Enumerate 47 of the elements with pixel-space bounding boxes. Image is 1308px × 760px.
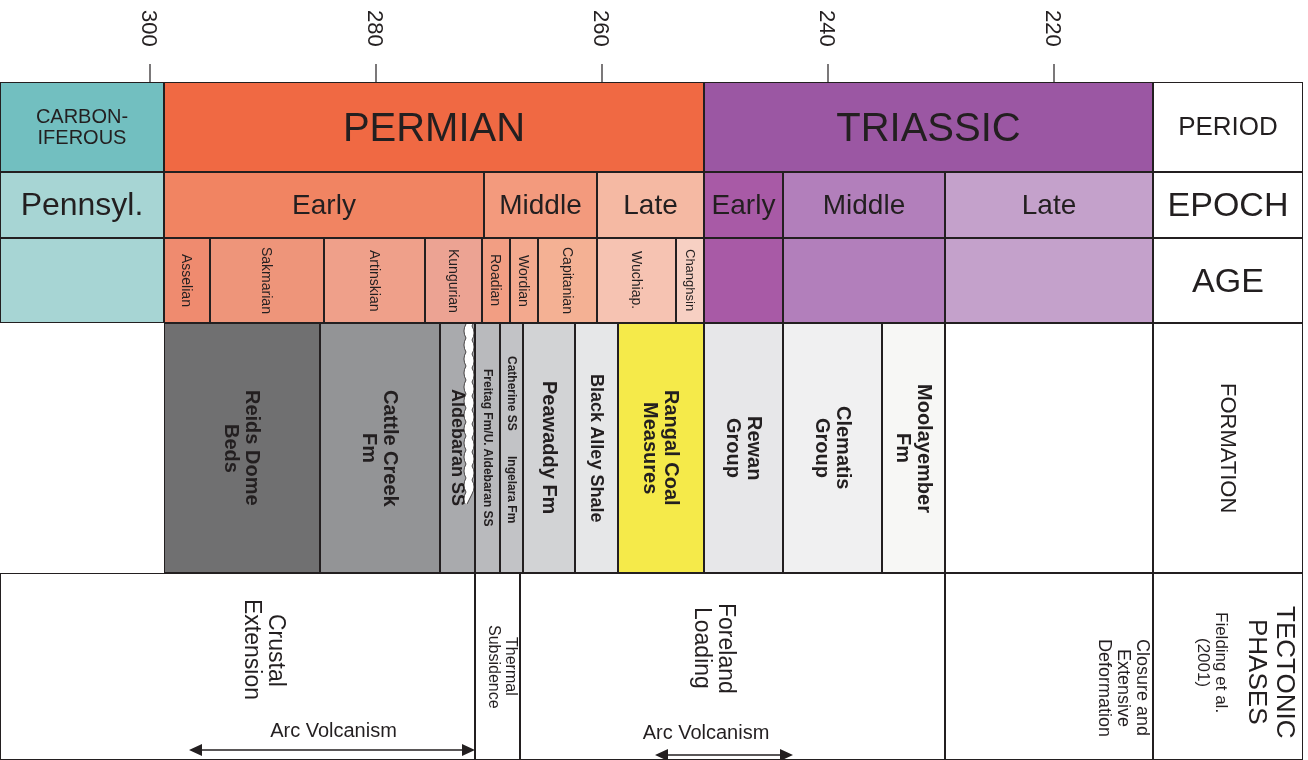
formation-label: Clematis Group [783, 323, 882, 573]
formation-label: Peawaddy Fm [523, 323, 575, 573]
tectonic-phase-label: Closure and Extensive Deformation [945, 573, 1153, 760]
age-label: Kungurian [425, 238, 482, 323]
arrow-label: Arc Volcanism [269, 720, 398, 741]
formation-label: Ingelara Fm [505, 456, 518, 524]
age-label: Changhsin [676, 238, 704, 323]
formation-label: Freitag Fm/U. Aldebaran SS [475, 323, 500, 573]
row-heading: PERIOD [1153, 82, 1303, 172]
axis-tick-label: 240 [816, 10, 840, 47]
formation-label: Rewan Group [704, 323, 783, 573]
formation-label: Reids Dome Beds [164, 323, 320, 573]
citation: Fielding et al. (2001) [1194, 611, 1230, 716]
arrow-label: Arc Volcanism [641, 722, 771, 743]
axis-tick-label: 280 [364, 10, 388, 47]
age-label: Asselian [164, 238, 210, 323]
period-label: CARBON- IFEROUS [0, 82, 164, 172]
age-label: Capitanian [538, 238, 597, 323]
epoch-label: Early [164, 172, 484, 238]
epoch-label: Early [704, 172, 783, 238]
age-label: Wordian [510, 238, 538, 323]
axis-tick-label: 260 [590, 10, 614, 47]
age-label: Roadian [482, 238, 510, 323]
row-heading: TECTONIC PHASES [1244, 604, 1299, 741]
formation-label: Cattle Creek Fm [320, 323, 440, 573]
epoch-label: Late [597, 172, 704, 238]
epoch-label: Middle [783, 172, 945, 238]
row-heading: EPOCH [1153, 172, 1303, 238]
formation-label: Catherine SS [505, 356, 518, 431]
axis-tick-label: 300 [138, 10, 162, 47]
row-heading: AGE [1153, 238, 1303, 323]
period-label: PERMIAN [164, 82, 704, 172]
epoch-label: Late [945, 172, 1153, 238]
tectonic-phase-label: Thermal Subsidence [475, 573, 520, 760]
formation-label: Black Alley Shale [575, 323, 618, 573]
age-label: Wuchiap. [597, 238, 676, 323]
tectonic-phase-label: Crustal Extension [241, 598, 290, 703]
row-heading: FORMATION [1153, 323, 1303, 573]
age-label: Sakmarian [210, 238, 324, 323]
age-label: Artinskian [324, 238, 425, 323]
formation-label: Moolayember Fm [882, 323, 945, 573]
epoch-label: Pennsyl. [0, 172, 164, 238]
period-label: TRIASSIC [704, 82, 1153, 172]
formation-label: Rangal Coal Measures [618, 323, 704, 573]
tectonic-phase-label: Foreland Loading [691, 601, 740, 696]
epoch-label: Middle [484, 172, 597, 238]
axis-tick-label: 220 [1042, 10, 1066, 47]
